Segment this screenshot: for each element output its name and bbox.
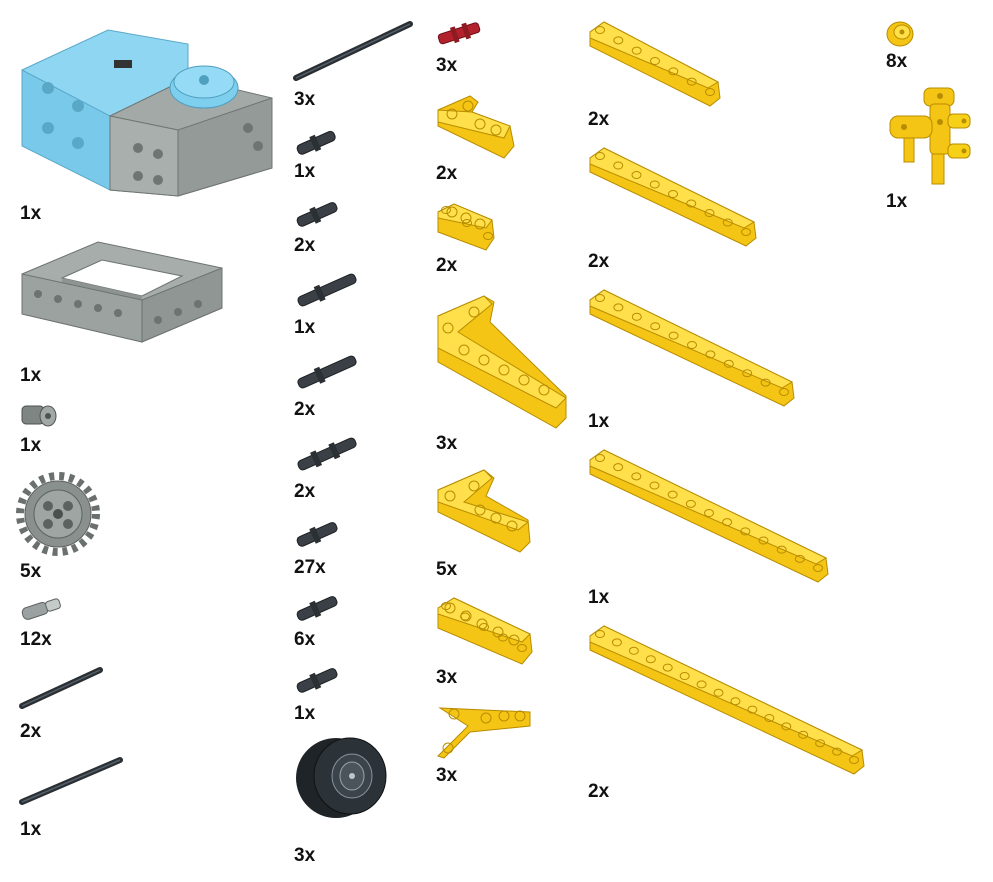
part-quantity: 3x <box>436 433 458 454</box>
part-quantity: 1x <box>20 435 42 456</box>
part-quantity: 3x <box>436 667 458 688</box>
beam-icon <box>589 147 757 247</box>
l-beam-medium[interactable]: 5x <box>434 466 538 580</box>
large-motor[interactable]: 1x <box>18 18 278 223</box>
triangle-beam[interactable]: 3x <box>434 702 538 786</box>
beam-3[interactable]: 2x <box>434 198 504 278</box>
part-quantity: 3x <box>436 55 458 76</box>
axle-icon <box>293 21 413 81</box>
part-quantity: 6x <box>294 629 316 650</box>
part-quantity: 1x <box>588 587 610 608</box>
pin-icon <box>296 668 338 693</box>
frame-5x7[interactable]: 1x <box>18 238 228 388</box>
part-quantity: 1x <box>294 703 316 724</box>
part-quantity: 2x <box>20 721 42 742</box>
wheel-tire[interactable]: 3x <box>292 736 392 866</box>
bush[interactable]: 1x <box>18 400 78 458</box>
part-quantity: 27x <box>294 557 326 578</box>
part-quantity: 1x <box>20 365 42 386</box>
part-quantity: 1x <box>588 411 610 432</box>
pin-icon <box>296 522 338 547</box>
pin-friction[interactable]: 27x <box>292 518 352 578</box>
axle-icon <box>19 757 123 805</box>
part-quantity: 12x <box>20 629 52 650</box>
l-beam-icon <box>437 95 515 159</box>
beam-15a[interactable]: 1x <box>588 446 832 608</box>
bush-icon <box>886 21 914 47</box>
part-quantity: 8x <box>886 51 908 72</box>
motor-icon <box>21 29 273 197</box>
connector-icon <box>889 87 971 185</box>
beam-icon <box>437 203 495 251</box>
part-quantity: 2x <box>436 255 458 276</box>
pin-with-axle[interactable]: 12x <box>18 596 88 654</box>
pin-friction-3[interactable]: 1x <box>292 664 352 724</box>
part-quantity: 5x <box>20 561 42 582</box>
long-pin-icon <box>297 355 357 389</box>
pin-axle-gray-icon <box>21 598 61 620</box>
beam-11[interactable]: 2x <box>588 144 760 274</box>
l-beam-icon <box>437 295 567 429</box>
part-quantity: 1x <box>294 317 316 338</box>
beam-icon <box>589 289 795 407</box>
pin-long-1[interactable]: 1x <box>292 270 364 340</box>
red-axle-pin[interactable]: 3x <box>434 18 494 76</box>
triangle-beam-icon <box>437 707 531 759</box>
l-beam-large[interactable]: 3x <box>434 292 574 454</box>
part-quantity: 3x <box>436 765 458 786</box>
red-pin-icon <box>437 22 481 45</box>
l-beam-icon <box>437 469 531 553</box>
gear-icon <box>16 472 100 556</box>
beam-5[interactable]: 3x <box>434 594 538 688</box>
beam-icon <box>589 21 721 107</box>
gear-24-tooth[interactable]: 5x <box>16 472 100 582</box>
part-quantity: 2x <box>588 109 610 130</box>
part-quantity: 1x <box>886 191 908 212</box>
beam-icon <box>589 625 865 775</box>
l-beam-small[interactable]: 2x <box>434 90 524 186</box>
axle-long-left[interactable]: 1x <box>18 756 138 840</box>
pin-icon <box>296 596 338 621</box>
connector-yellow[interactable]: 1x <box>884 86 976 216</box>
bush-icon <box>21 405 57 427</box>
beam-13[interactable]: 1x <box>588 286 798 434</box>
beam-icon <box>437 597 533 665</box>
wheel-icon <box>296 737 387 818</box>
axle-icon <box>19 667 103 709</box>
beam-15b[interactable]: 2x <box>588 622 868 804</box>
part-quantity: 2x <box>294 399 316 420</box>
beam-icon <box>589 449 829 583</box>
part-quantity: 2x <box>436 163 458 184</box>
axle-long-mid[interactable]: 3x <box>292 18 422 110</box>
part-quantity: 3x <box>294 89 316 110</box>
part-quantity: 3x <box>294 845 316 866</box>
pin-long-3[interactable]: 2x <box>292 434 364 504</box>
long-pin-icon <box>297 273 357 307</box>
pin-icon <box>296 202 338 227</box>
bush-yellow[interactable]: 8x <box>884 18 934 74</box>
part-quantity: 2x <box>294 481 316 502</box>
part-quantity: 5x <box>436 559 458 580</box>
long-pin-icon <box>297 437 357 471</box>
pin-long-2[interactable]: 2x <box>292 352 364 422</box>
part-quantity: 2x <box>294 235 316 256</box>
pin-short-1[interactable]: 1x <box>292 126 352 182</box>
part-quantity: 1x <box>20 819 42 840</box>
beam-9[interactable]: 2x <box>588 18 728 130</box>
part-quantity: 2x <box>588 781 610 802</box>
part-quantity: 2x <box>588 251 610 272</box>
axle-short-left[interactable]: 2x <box>18 666 118 746</box>
open-frame-icon <box>21 241 223 343</box>
pin-friction-2[interactable]: 6x <box>292 592 352 650</box>
part-quantity: 1x <box>294 161 316 182</box>
pin-short-2[interactable]: 2x <box>292 198 352 256</box>
pin-icon <box>296 130 336 155</box>
part-quantity: 1x <box>20 203 42 224</box>
